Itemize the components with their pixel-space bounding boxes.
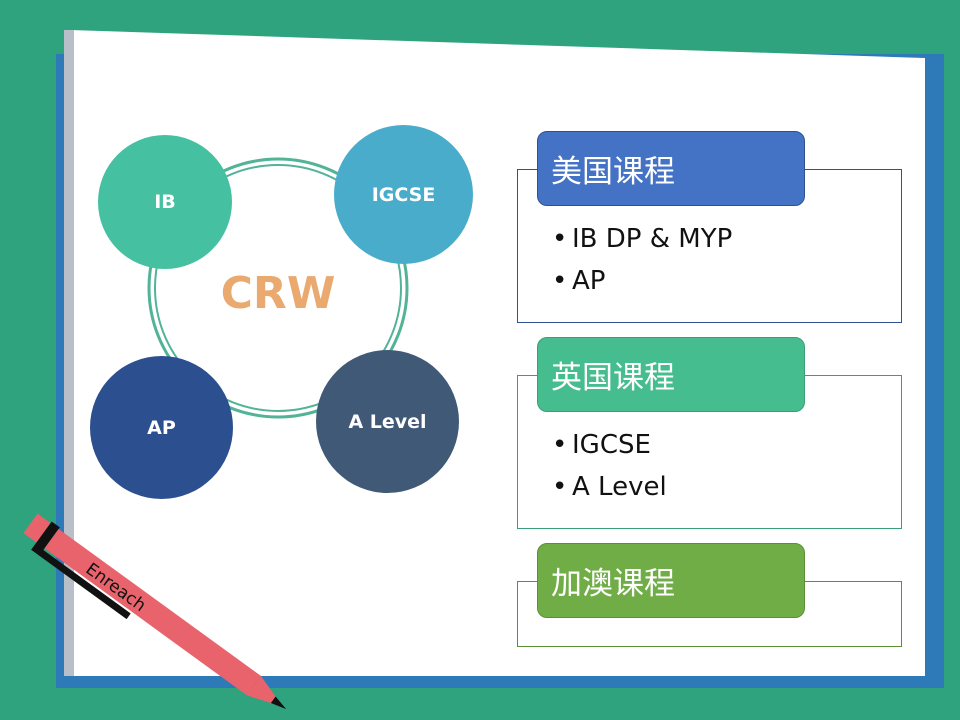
- curriculum-title: 加澳课程: [551, 566, 675, 602]
- pen-clip-arm: [31, 544, 131, 620]
- node-ib: IB: [98, 135, 232, 269]
- pen-cap-end: [23, 513, 51, 543]
- ring-inner: [154, 164, 402, 412]
- curriculum-title: 英国课程: [551, 360, 675, 396]
- pen-body: [44, 528, 261, 696]
- pen-nib: [270, 696, 287, 710]
- node-alevel: A Level: [316, 350, 459, 493]
- pen-icon: Enreach: [23, 513, 287, 710]
- list-item: •A Level: [552, 472, 667, 502]
- pen-clip: [34, 521, 60, 552]
- list-item: •IGCSE: [552, 430, 651, 460]
- node-ap: AP: [90, 356, 233, 499]
- curriculum-header-uk: 英国课程: [537, 337, 805, 412]
- node-ib-label: IB: [154, 191, 176, 213]
- curriculum-list-us: •IB DP & MYP •AP: [552, 218, 732, 302]
- node-igcse: IGCSE: [334, 125, 473, 264]
- curriculum-list-uk: •IGCSE •A Level: [552, 424, 667, 508]
- list-item-text: IGCSE: [572, 430, 651, 460]
- diagram-center-label: CRW: [220, 268, 336, 319]
- curriculum-header-ca-au: 加澳课程: [537, 543, 805, 618]
- curriculum-header-us: 美国课程: [537, 131, 805, 206]
- list-item-text: IB DP & MYP: [572, 224, 733, 254]
- list-item-text: A Level: [572, 472, 667, 502]
- curriculum-title: 美国课程: [551, 154, 675, 190]
- list-item-text: AP: [572, 266, 606, 296]
- node-alevel-label: A Level: [348, 410, 427, 433]
- node-ap-label: AP: [147, 416, 176, 439]
- list-item: •AP: [552, 266, 606, 296]
- ring-outer: [147, 157, 409, 419]
- node-igcse-label: IGCSE: [371, 183, 436, 206]
- list-item: •IB DP & MYP: [552, 224, 733, 254]
- page-binding-shadow: [64, 30, 74, 676]
